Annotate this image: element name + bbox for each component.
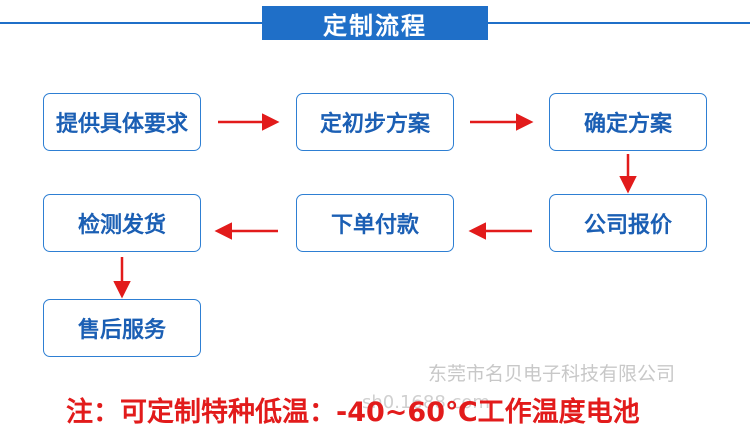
step-order-payment: 下单付款 (296, 194, 454, 252)
diagram-title: 定制流程 (262, 6, 488, 40)
watermark-url: sh0.1688.com (362, 392, 490, 413)
header-rule-right (488, 22, 750, 24)
step-initial-plan: 定初步方案 (296, 93, 454, 151)
step-confirm-plan: 确定方案 (549, 93, 707, 151)
step-after-sales: 售后服务 (43, 299, 201, 357)
step-inspect-ship: 检测发货 (43, 194, 201, 252)
watermark-company: 东莞市名贝电子科技有限公司 (428, 363, 676, 385)
step-provide-requirements: 提供具体要求 (43, 93, 201, 151)
step-company-quote: 公司报价 (549, 194, 707, 252)
header-rule-left (0, 22, 262, 24)
custom-note: 注：可定制特种低温：-40~60℃工作温度电池 (66, 397, 640, 428)
